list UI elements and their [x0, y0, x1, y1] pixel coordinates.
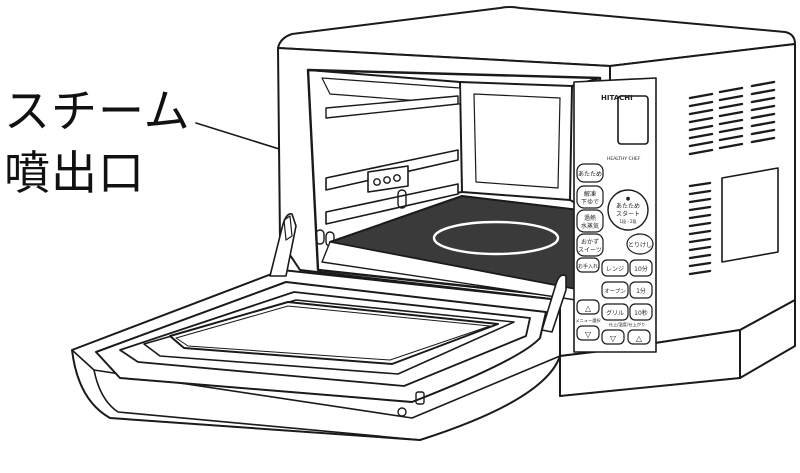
steam-outlet-label-line2: 噴出口 [4, 146, 145, 200]
button-oven[interactable]: オーブン [601, 281, 629, 299]
button-steam[interactable]: 過熱 水蒸気 [576, 209, 604, 233]
button-defrost[interactable]: 解凍 下ゆで [576, 185, 604, 209]
finish-label: 仕上/温度/仕上がり [609, 321, 645, 328]
svg-text:△: △ [585, 304, 592, 313]
svg-text:下ゆで: 下ゆで [581, 199, 599, 206]
button-10min[interactable]: 10分 [629, 259, 653, 277]
svg-text:●: ● [626, 196, 631, 202]
button-1min[interactable]: 1分 [629, 281, 653, 299]
svg-text:過熱: 過熱 [584, 214, 596, 222]
button-10sec[interactable]: 10秒 [629, 303, 653, 321]
menu-select-label: メニュー選択 [575, 317, 601, 324]
button-cancel[interactable]: とりけし [626, 233, 654, 255]
model-name: HEALTHY CHEF [607, 156, 641, 162]
side-vents [688, 80, 776, 276]
button-warm[interactable]: あたため [576, 163, 604, 183]
svg-text:レンジ: レンジ [606, 266, 624, 273]
svg-text:水蒸気: 水蒸気 [581, 222, 599, 230]
svg-text:グリル: グリル [606, 309, 624, 317]
svg-text:オーブン: オーブン [604, 287, 626, 295]
svg-text:おかず: おかず [581, 238, 599, 246]
svg-text:お手入れ: お手入れ [578, 263, 598, 270]
button-finish-up[interactable]: △ [627, 329, 651, 345]
svg-text:△: △ [636, 334, 643, 343]
svg-text:スタート: スタート [616, 210, 640, 218]
steam-outlet-label-line1: スチーム [4, 84, 191, 138]
svg-text:10分: 10分 [634, 265, 648, 273]
svg-text:とりけし: とりけし [628, 242, 652, 249]
svg-text:あたため: あたため [578, 171, 602, 178]
button-menu-up[interactable]: △ [576, 299, 600, 315]
button-range[interactable]: レンジ [601, 259, 629, 277]
svg-text:スイーツ: スイーツ [578, 247, 602, 254]
svg-text:▽: ▽ [585, 330, 592, 339]
steam-outlet [367, 165, 409, 193]
svg-text:解凍: 解凍 [584, 190, 596, 198]
oven-cavity [306, 68, 602, 302]
svg-text:▽: ▽ [610, 334, 617, 343]
button-menu-down[interactable]: ▽ [576, 325, 600, 341]
svg-text:1段・2段: 1段・2段 [619, 218, 636, 224]
control-panel: HITACHI HEALTHY CHEF あたため 解凍 下ゆで 過熱 水蒸気 … [573, 77, 657, 353]
side-panel-plate [721, 167, 779, 263]
svg-text:あたため: あたため [616, 203, 640, 210]
oven-door [71, 212, 567, 441]
button-start[interactable]: ● あたため スタート 1段・2段 [607, 189, 649, 231]
button-finish-down[interactable]: ▽ [601, 329, 625, 345]
brand-logo: HITACHI [601, 94, 633, 102]
svg-text:10秒: 10秒 [634, 309, 648, 317]
button-sweets[interactable]: おかず スイーツ [576, 233, 604, 257]
svg-text:1分: 1分 [636, 287, 646, 295]
button-grill[interactable]: グリル [601, 303, 629, 321]
button-care[interactable]: お手入れ [576, 257, 600, 273]
display-window [617, 95, 649, 145]
